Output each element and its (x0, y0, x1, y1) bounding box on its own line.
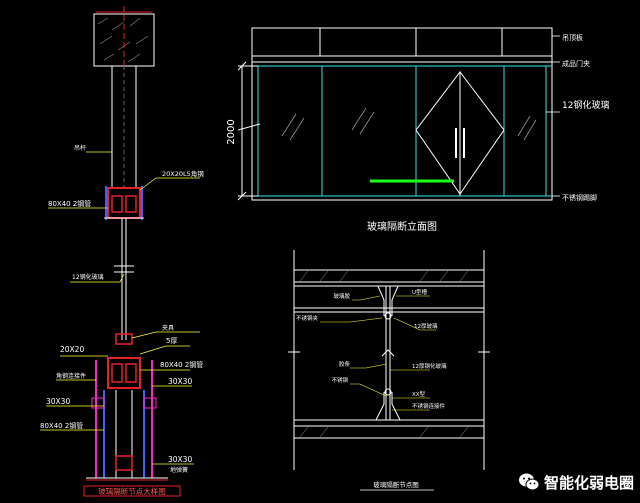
label-glass: 12钢化玻璃 (72, 273, 104, 281)
detail-label-h: XX型 (412, 390, 426, 398)
detail-labels: 玻璃胶 U型槽 不锈钢夹 12厚玻璃 胶条 12厚钢化玻璃 不锈钢 XX型 不锈… (296, 288, 447, 491)
label-tube-20: 20X20 (60, 345, 84, 354)
left-section-title: 玻璃隔断节点大样图 (98, 486, 166, 496)
left-labels: 吊杆 20X20L5角钢 80X40 2钢管 12钢化玻璃 夹具 20X20 5… (40, 144, 204, 497)
label-base: 地弹簧 (170, 466, 188, 474)
door-right-swing (459, 71, 505, 131)
concrete-block (93, 13, 155, 67)
detail-leaders (320, 295, 436, 411)
watermark-text: 智能化弱电圈 (543, 473, 634, 492)
label-angle-l: 角钢连接件 (56, 372, 86, 380)
label-s: 5厚 (166, 337, 177, 345)
detail (288, 250, 490, 470)
label-80x40-b: 80X40 2钢管 (40, 421, 83, 430)
detail-label-c: 不锈钢夹 (296, 314, 319, 322)
watermark: 智能化弱电圈 (518, 469, 634, 495)
elevation-labels: 2000 吊顶板 成品门夹 12钢化玻璃 不锈钢踢脚 玻璃隔断立面图 (226, 33, 609, 233)
elev-label-2: 成品门夹 (562, 59, 590, 68)
label-30x30-b: 30X30 (168, 455, 192, 464)
label-tube-top: 80X40 2钢管 (48, 199, 91, 208)
label-clamp: 夹具 (162, 324, 174, 332)
elevation-title: 玻璃隔断立面图 (367, 220, 437, 233)
elevation-frame (251, 27, 553, 201)
wechat-icon (518, 473, 540, 491)
elev-label-1: 吊顶板 (562, 33, 583, 42)
left-leaders (40, 151, 200, 465)
left-section (86, 6, 168, 481)
detail-label-d: 12厚玻璃 (414, 322, 438, 330)
detail-title: 玻璃隔断节点图 (373, 480, 419, 489)
dim-height: 2000 (226, 119, 237, 144)
upper-tube (107, 187, 141, 219)
label-30x30-l: 30X30 (46, 397, 70, 406)
elev-label-4: 不锈钢踢脚 (562, 193, 597, 202)
detail-label-f: 12厚钢化玻璃 (412, 362, 447, 370)
glass-reflections (281, 107, 537, 141)
detail-label-i: 不锈钢连接件 (412, 402, 446, 410)
label-tube-mid: 80X40 2钢管 (160, 360, 203, 369)
elevation (237, 27, 560, 201)
lower-tube (107, 357, 141, 389)
door-left-swing (415, 70, 461, 196)
label-top-rod: 吊杆 (74, 144, 86, 152)
detail-label-b: U型槽 (412, 288, 428, 296)
detail-label-a: 玻璃胶 (333, 292, 350, 300)
detail-label-g: 不锈钢 (331, 376, 348, 384)
label-30x30-r: 30X30 (168, 377, 192, 386)
detail-label-e: 胶条 (339, 360, 351, 368)
detail-top-slab (293, 269, 485, 283)
label-channel: 20X20L5角钢 (162, 169, 204, 178)
elev-label-3: 12钢化玻璃 (562, 99, 609, 111)
detail-bottom-slab (293, 425, 485, 439)
concrete-hatch (97, 17, 149, 63)
